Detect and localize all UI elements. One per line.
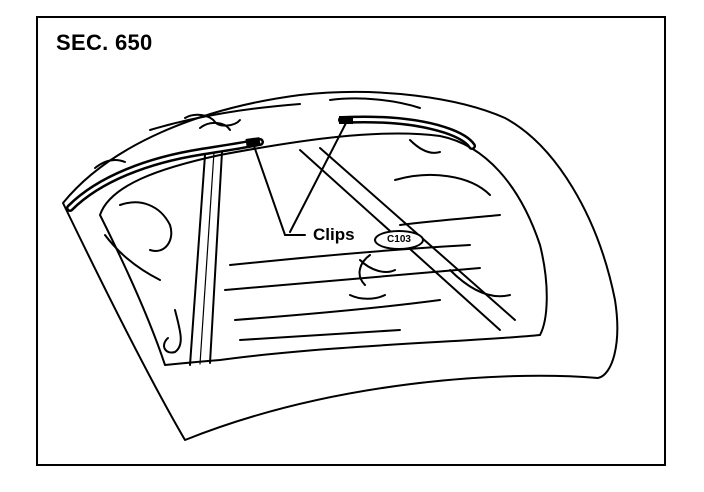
- right-weatherstrip: [338, 115, 476, 150]
- inner-panel-outline: [99, 132, 548, 366]
- hood-outline: [62, 91, 619, 441]
- leader-line-left: [253, 145, 306, 236]
- inner-curve: [119, 201, 173, 252]
- left-brace: [189, 151, 223, 366]
- cowl-detail: [329, 97, 421, 109]
- part-code-badge: C103: [374, 230, 424, 250]
- inner-curve: [163, 309, 182, 354]
- cowl-detail: [409, 139, 441, 154]
- clips-label: Clips: [313, 225, 355, 244]
- cross-rib: [229, 244, 471, 266]
- lower-detail: [239, 329, 401, 341]
- cowl-detail: [149, 103, 301, 131]
- cross-rib: [234, 299, 441, 321]
- clip-marker-left: [245, 137, 261, 147]
- inner-curve: [394, 174, 491, 196]
- cross-rib: [399, 214, 501, 226]
- inner-curve: [104, 234, 161, 281]
- inner-curve: [358, 254, 371, 286]
- lower-detail: [349, 294, 386, 300]
- left-brace-inner: [199, 151, 215, 365]
- clip-marker-right: [339, 116, 353, 124]
- inner-curve: [359, 259, 396, 273]
- section-label: SEC. 650: [56, 30, 153, 55]
- left-weatherstrip: [66, 138, 264, 212]
- leader-line-right: [289, 122, 347, 233]
- cowl-detail: [94, 159, 126, 169]
- cowl-detail: [199, 122, 231, 131]
- inner-curve: [449, 269, 511, 298]
- cross-rib: [224, 267, 481, 291]
